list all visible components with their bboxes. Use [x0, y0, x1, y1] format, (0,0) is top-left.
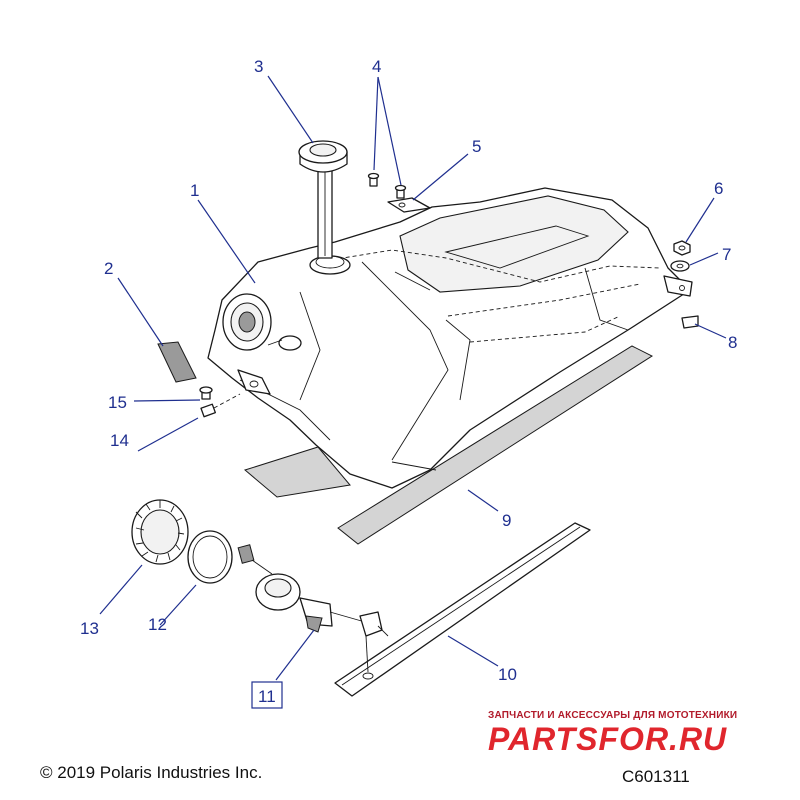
label-plate [157, 341, 197, 383]
callout-1: 1 [190, 181, 199, 200]
callout-8: 8 [728, 333, 737, 352]
callout-14: 14 [110, 431, 129, 450]
fuel-cap [298, 140, 348, 259]
callout-10: 10 [498, 665, 517, 684]
bracket [387, 197, 431, 213]
copyright-text: © 2019 Polaris Industries Inc. [40, 763, 262, 782]
watermark: ЗАПЧАСТИ И АКСЕССУАРЫ ДЛЯ МОТОТЕХНИКИ PA… [488, 710, 737, 757]
callout-6: 6 [714, 179, 723, 198]
fuel-tank [207, 187, 693, 489]
clip [681, 315, 699, 329]
watermark-brand: PARTSFOR.RU [488, 721, 727, 757]
callout-5: 5 [472, 137, 481, 156]
callout-labels: 1 2 3 4 5 6 7 8 9 10 11 12 13 14 15 [80, 57, 737, 706]
screws-4 [367, 172, 407, 199]
foam-pads [243, 345, 654, 545]
nut-and-washer [670, 240, 691, 272]
foam-pad-large [337, 345, 654, 545]
callout-13: 13 [80, 619, 99, 638]
foam-pad-small [243, 446, 351, 498]
callout-15: 15 [108, 393, 127, 412]
callout-11: 11 [258, 687, 276, 706]
seal-ring [187, 530, 233, 584]
leader-lines [99, 75, 727, 709]
callout-9: 9 [502, 511, 511, 530]
watermark-tagline: ЗАПЧАСТИ И АКСЕССУАРЫ ДЛЯ МОТОТЕХНИКИ [488, 710, 737, 721]
tank-strap [334, 522, 591, 697]
callout-4: 4 [372, 57, 381, 76]
callout-7: 7 [722, 245, 731, 264]
fasteners-14-15 [199, 386, 216, 418]
callout-12: 12 [148, 615, 167, 634]
figure-code: C601311 [622, 767, 690, 786]
callout-2: 2 [104, 259, 113, 278]
lock-ring [131, 499, 189, 565]
callout-3: 3 [254, 57, 263, 76]
fuel-pump [237, 544, 389, 673]
